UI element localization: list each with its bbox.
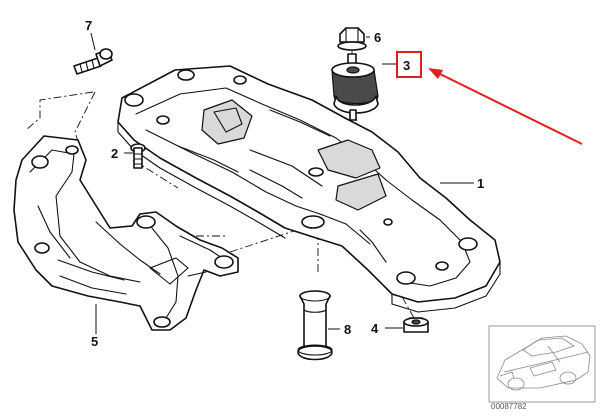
- callout-labels: 1 2 3 4 5 6 7 8: [85, 18, 484, 349]
- rubber-mount-part-3: [331, 53, 379, 121]
- callout-5: 5: [91, 334, 98, 349]
- highlight-arrow: [435, 71, 583, 145]
- callout-7: 7: [85, 18, 92, 33]
- vehicle-location-thumbnail: [488, 325, 596, 403]
- callout-8: 8: [344, 322, 351, 337]
- callout-6: 6: [374, 30, 381, 45]
- highlight-arrowhead: [428, 68, 443, 79]
- crossmember-part-1: [117, 65, 501, 313]
- highlight-annotation: [396, 51, 583, 145]
- highlight-box: [396, 51, 422, 78]
- bushing-part-8: [297, 290, 333, 361]
- callout-3: 3: [403, 58, 410, 73]
- callout-4: 4: [371, 321, 379, 336]
- callout-1: 1: [477, 176, 484, 191]
- nut-part-4: [403, 317, 429, 333]
- bracket-part-5: [13, 135, 239, 331]
- callout-2: 2: [111, 146, 118, 161]
- bolt-part-2: [130, 143, 146, 169]
- leader-lines: [90, 32, 474, 334]
- diagram-reference-number: 00087782: [491, 402, 527, 411]
- bolt-part-7: [73, 48, 113, 75]
- nut-part-6: [337, 27, 367, 51]
